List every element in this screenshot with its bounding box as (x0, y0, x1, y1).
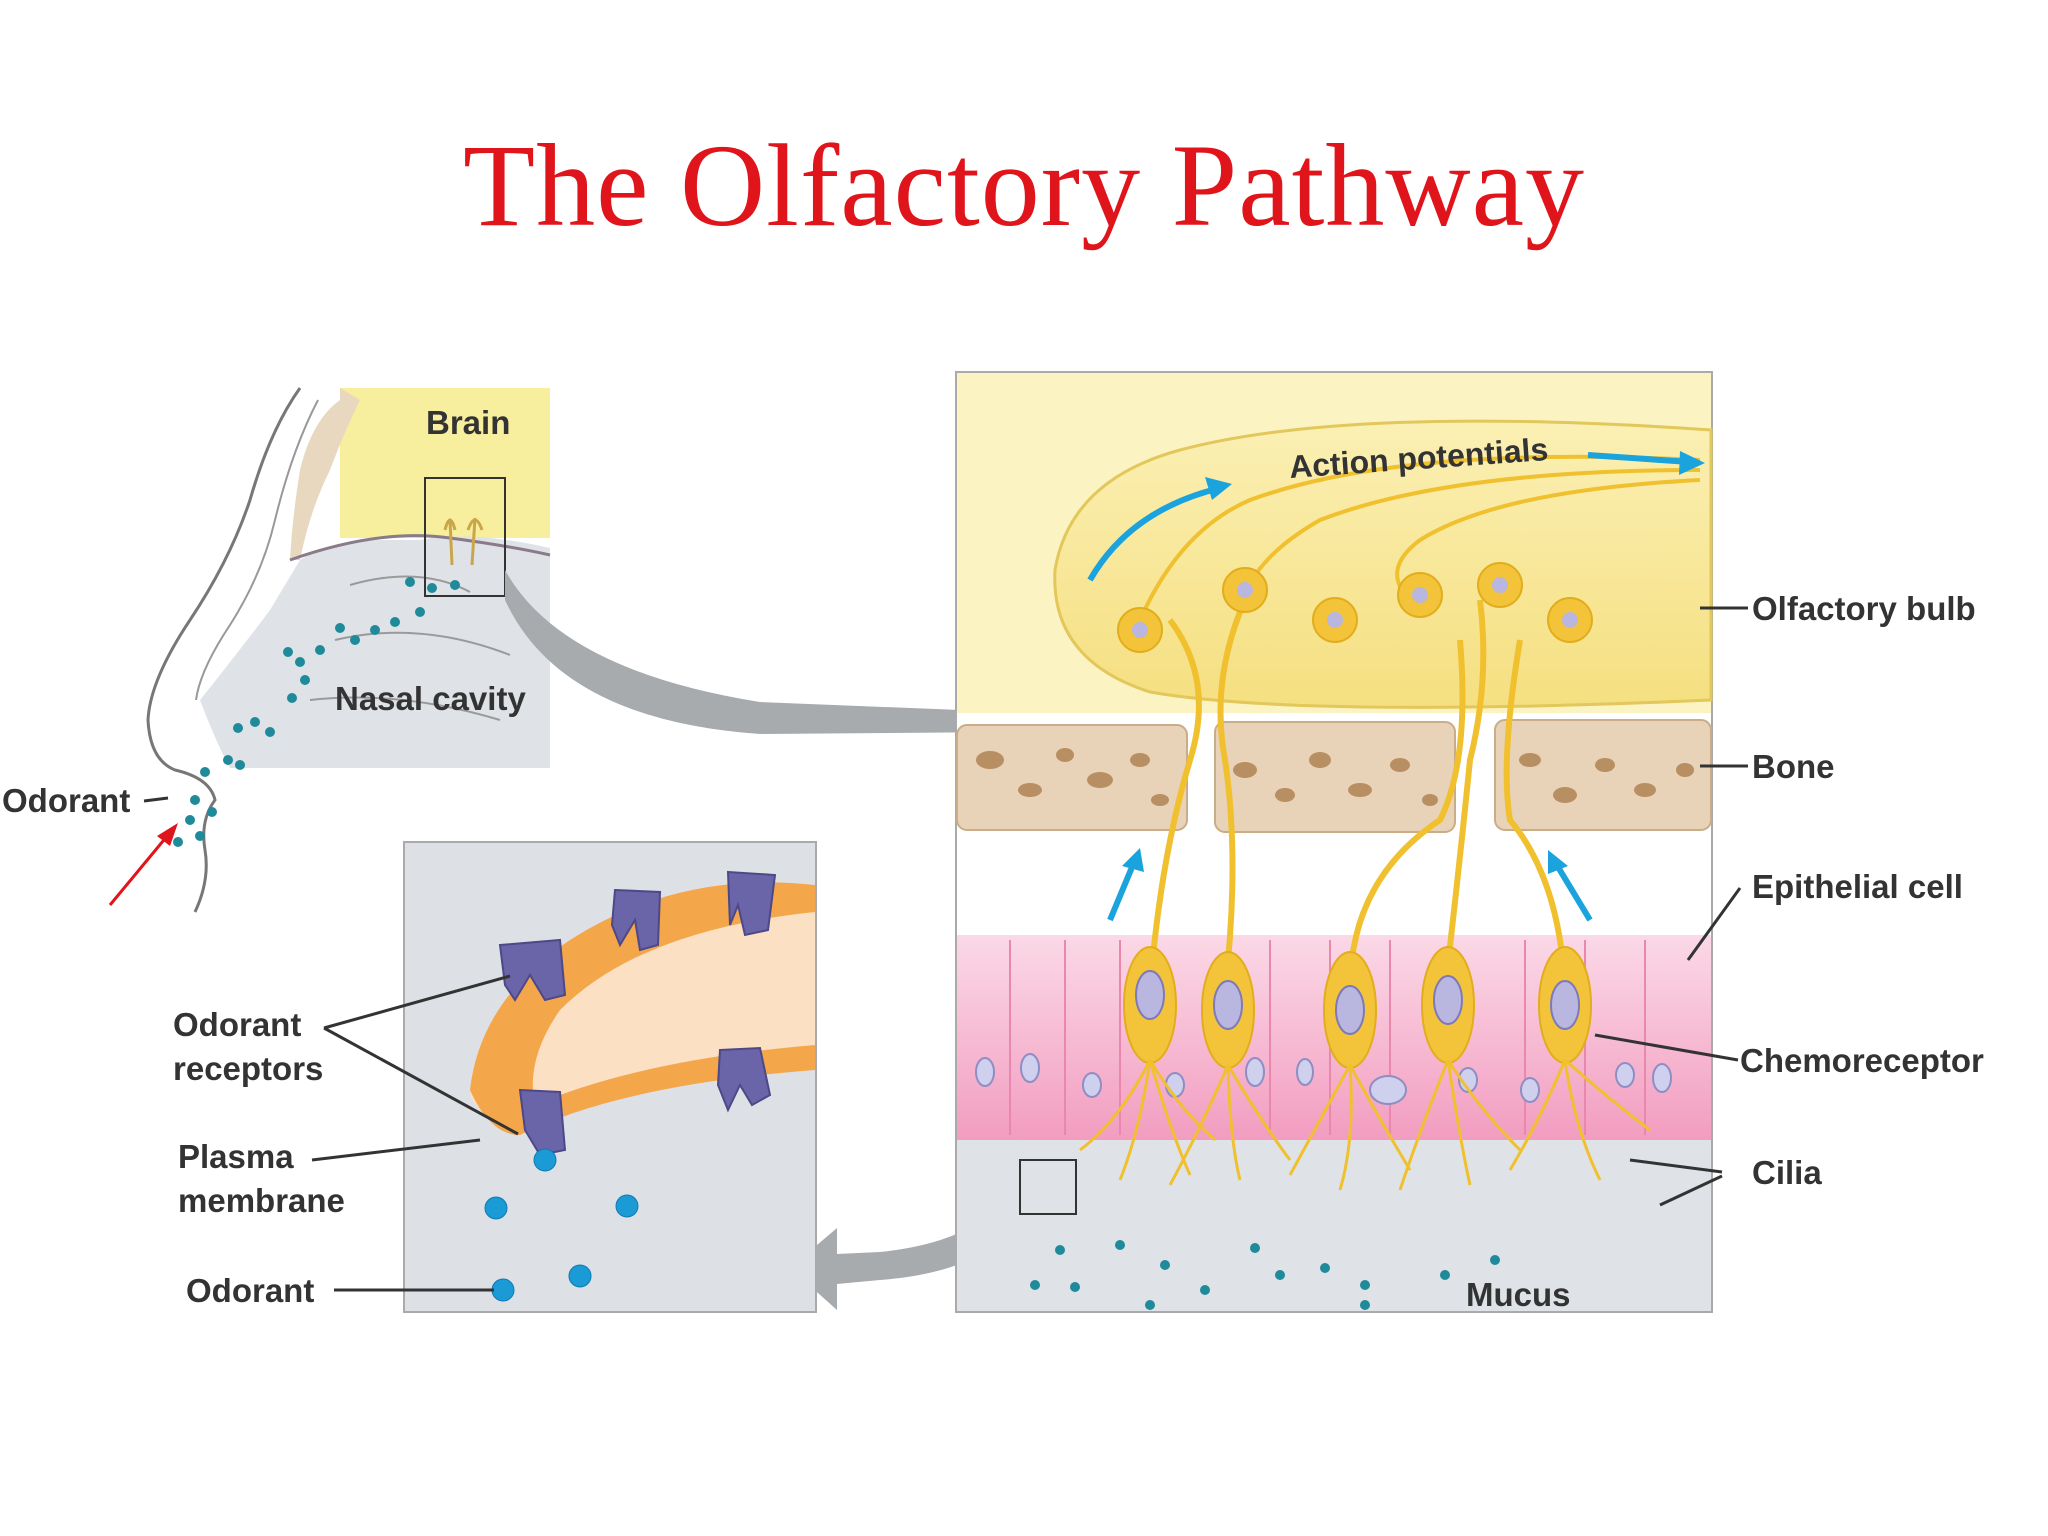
label-olfactory-bulb: Olfactory bulb (1752, 590, 1976, 627)
mini-neurons (443, 517, 484, 566)
skull-bone (290, 388, 360, 560)
label-cilia: Cilia (1752, 1154, 1822, 1191)
nasal-cavity-region (200, 536, 550, 768)
bone-layer (956, 719, 1712, 833)
inhale-arrow (108, 823, 178, 906)
odorant-receptors (498, 870, 777, 1157)
left-leader-lines (143, 796, 519, 1292)
nose-head-panel (108, 387, 551, 913)
epithelial-nuclei (975, 1053, 1672, 1105)
nasal-odorant-dots (173, 577, 460, 847)
membrane-detail-panel (143, 796, 817, 1313)
label-bone: Bone (1752, 748, 1835, 785)
label-nasal-cavity: Nasal cavity (335, 680, 526, 717)
face-profile-inner (195, 399, 319, 701)
detail-odorant-molecules (484, 1148, 639, 1302)
magnified-region-box (424, 477, 506, 597)
mucus-odorant-dots (1030, 1240, 1500, 1310)
chemoreceptor-nuclei (1135, 970, 1580, 1035)
label-plasma-membrane-2: membrane (178, 1182, 345, 1219)
label-odorant-detail: Odorant (186, 1272, 314, 1309)
label-epithelial-cell: Epithelial cell (1752, 868, 1963, 905)
label-odorant-receptors-2: receptors (173, 1050, 323, 1087)
action-potential-arrowheads (1122, 451, 1705, 874)
mucus-magnified-box (1019, 1159, 1077, 1215)
page-title: The Olfactory Pathway (463, 120, 1585, 251)
mucus-layer (957, 1140, 1711, 1311)
chemoreceptor-neurons (1138, 454, 1701, 991)
epithelium-panel (955, 371, 1748, 1313)
label-brain: Brain (426, 404, 510, 441)
label-odorant-receptors-1: Odorant (173, 1006, 301, 1043)
label-odorant-nose: Odorant (2, 782, 130, 819)
label-mucus: Mucus (1466, 1276, 1571, 1313)
connector-arrow-to-bulb (505, 570, 1058, 754)
mitral-nuclei (1132, 577, 1578, 638)
connector-arrow-to-detail (790, 1162, 1045, 1310)
cilia (1079, 1058, 1651, 1191)
label-plasma-membrane-1: Plasma (178, 1138, 294, 1175)
label-chemoreceptor: Chemoreceptor (1740, 1042, 1984, 1079)
action-potential-arrows (1087, 452, 1691, 922)
brain-region (340, 388, 550, 538)
right-leader-lines (1594, 606, 1748, 1207)
